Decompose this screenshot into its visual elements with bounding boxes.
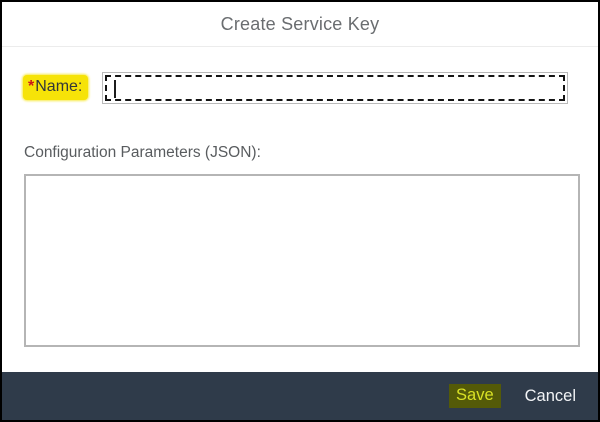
- name-label-text: Name:: [35, 78, 83, 95]
- config-params-textarea[interactable]: [24, 174, 580, 347]
- cancel-button[interactable]: Cancel: [524, 386, 576, 405]
- name-label: *Name:: [23, 75, 89, 100]
- dialog-title: Create Service Key: [220, 14, 380, 34]
- save-button[interactable]: Save: [449, 384, 501, 408]
- header-divider: [2, 46, 598, 47]
- footer-toolbar: Save Cancel: [2, 372, 598, 420]
- name-input[interactable]: [105, 75, 565, 101]
- config-params-label: Configuration Parameters (JSON):: [24, 144, 261, 161]
- required-asterisk: *: [28, 78, 35, 95]
- name-input-wrap: [102, 72, 568, 104]
- text-cursor: [114, 80, 116, 98]
